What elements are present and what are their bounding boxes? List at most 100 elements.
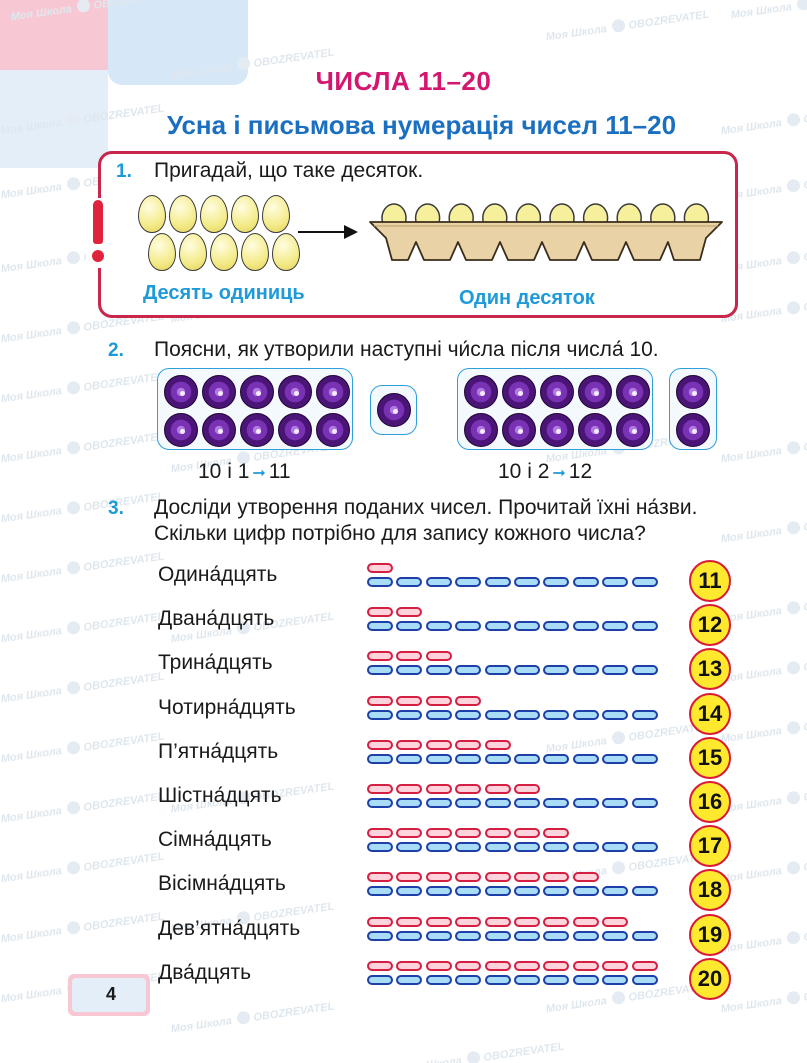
ten-stick bbox=[425, 709, 452, 720]
ten-stick bbox=[631, 930, 658, 941]
bead bbox=[502, 375, 536, 409]
bead bbox=[676, 413, 710, 447]
unit-stick bbox=[367, 563, 393, 573]
unit-stick bbox=[602, 916, 629, 927]
watermark-school: Моя Школа bbox=[0, 804, 63, 826]
number-circle: 12 bbox=[689, 604, 731, 647]
watermark-school: Моя Школа bbox=[720, 524, 783, 546]
unit-stick bbox=[484, 828, 511, 839]
bead bbox=[540, 413, 574, 447]
bead bbox=[278, 413, 312, 447]
bead bbox=[164, 375, 198, 409]
watermark-brand: OBOZREVATEL bbox=[802, 590, 807, 614]
unit-stick bbox=[396, 607, 423, 618]
egg-tray bbox=[369, 203, 723, 261]
watermark-logo-icon bbox=[786, 660, 802, 676]
ten-stick bbox=[514, 842, 540, 853]
task1-number: 1. bbox=[116, 161, 132, 182]
ten-stick bbox=[631, 974, 658, 985]
watermark-school: Моя Школа bbox=[0, 924, 63, 946]
watermark-text: Моя ШколаOBOZREVATEL bbox=[0, 789, 165, 826]
number-name: Вісімна́дцять bbox=[158, 872, 286, 896]
watermark-logo-icon bbox=[786, 250, 802, 266]
ten-stick bbox=[425, 842, 452, 853]
ten-stick bbox=[602, 621, 629, 632]
equation-eleven: 10 і 1➞11 bbox=[198, 460, 291, 484]
watermark-logo-icon bbox=[66, 176, 82, 192]
bead bbox=[464, 375, 498, 409]
unit-stick bbox=[367, 872, 393, 883]
watermark-school: Моя Школа bbox=[0, 984, 63, 1006]
ten-stick bbox=[425, 753, 452, 764]
ten-stick bbox=[631, 753, 658, 764]
watermark-school: Моя Школа bbox=[720, 994, 783, 1016]
number-circle: 19 bbox=[689, 913, 731, 956]
ten-stick bbox=[425, 621, 452, 632]
ten-stick bbox=[631, 842, 658, 853]
watermark-school: Моя Школа bbox=[0, 180, 63, 202]
unit-stick bbox=[367, 607, 393, 618]
watermark-text: Моя ШколаOBOZREVATEL bbox=[0, 609, 165, 646]
watermark-logo-icon bbox=[786, 300, 802, 316]
ten-stick bbox=[514, 798, 540, 808]
unit-stick bbox=[455, 872, 482, 883]
watermark-school: Моя Школа bbox=[720, 444, 783, 466]
unit-stick bbox=[572, 960, 599, 971]
watermark-logo-icon bbox=[611, 990, 627, 1006]
watermark-logo-icon bbox=[66, 740, 82, 756]
watermark-text: Моя Школа OBOZREVATEL bbox=[720, 979, 807, 1016]
watermark-brand: OBOZREVATEL bbox=[802, 780, 807, 804]
ten-stick bbox=[543, 621, 570, 632]
ten-stick bbox=[602, 842, 629, 853]
ten-stick bbox=[396, 930, 423, 941]
ten-stick bbox=[602, 886, 629, 897]
watermark-brand: OBOZREVATEL bbox=[802, 980, 807, 1004]
watermark-logo-icon bbox=[66, 680, 82, 696]
page-number-tab bbox=[68, 974, 150, 1016]
ten-stick bbox=[514, 886, 540, 897]
egg bbox=[262, 195, 290, 233]
watermark-text: Моя ШколаOBOZREVATEL bbox=[545, 719, 710, 756]
ten-stick bbox=[484, 974, 511, 985]
ten-stick bbox=[425, 665, 452, 676]
bead bbox=[676, 375, 710, 409]
watermark-school: Моя Школа bbox=[0, 564, 63, 586]
watermark-brand: OBOZREVATEL bbox=[802, 168, 807, 192]
egg bbox=[200, 195, 228, 233]
watermark-brand: OBOZREVATEL bbox=[802, 920, 807, 944]
watermark-school: Моя Школа bbox=[0, 624, 63, 646]
ten-stick bbox=[572, 930, 599, 941]
watermark-logo-icon bbox=[66, 380, 82, 396]
egg bbox=[179, 233, 207, 271]
ten-stick bbox=[484, 842, 511, 853]
ten-stick bbox=[455, 886, 482, 897]
unit-stick bbox=[396, 828, 423, 839]
bead bbox=[578, 413, 612, 447]
ten-stick bbox=[631, 577, 658, 587]
ten-stick bbox=[396, 753, 423, 764]
ten-stick bbox=[602, 930, 629, 941]
watermark-text: Моя ШколаOBOZREVATEL bbox=[0, 429, 165, 466]
ten-stick bbox=[455, 709, 482, 720]
unit-stick bbox=[514, 916, 540, 927]
ten-stick bbox=[484, 798, 511, 808]
watermark-text: Моя ШколаOBOZREVATEL bbox=[0, 909, 165, 946]
unit-stick bbox=[396, 695, 423, 706]
number-name: Шістна́дцять bbox=[158, 784, 282, 807]
watermark-text: Моя ШколаOBOZREVATEL bbox=[0, 549, 165, 586]
egg bbox=[210, 233, 238, 271]
watermark-text: Моя ШколаOBOZREVATEL bbox=[730, 0, 807, 21]
equation-left-part: 10 і 1 bbox=[198, 460, 250, 483]
ten-stick bbox=[484, 930, 511, 941]
watermark-text: Моя ШколаOBOZREVATEL bbox=[545, 979, 710, 1016]
watermark-logo-icon bbox=[66, 320, 82, 336]
task3-number: 3. bbox=[108, 498, 124, 519]
ten-stick bbox=[396, 842, 423, 853]
ten-stick bbox=[602, 974, 629, 985]
watermark-logo-icon bbox=[66, 250, 82, 266]
watermark-school: Моя Школа bbox=[720, 724, 783, 746]
watermark-brand: OBOZREVATEL bbox=[82, 430, 166, 454]
ten-stick bbox=[425, 974, 452, 985]
ten-stick bbox=[455, 621, 482, 632]
ten-stick bbox=[367, 974, 393, 985]
